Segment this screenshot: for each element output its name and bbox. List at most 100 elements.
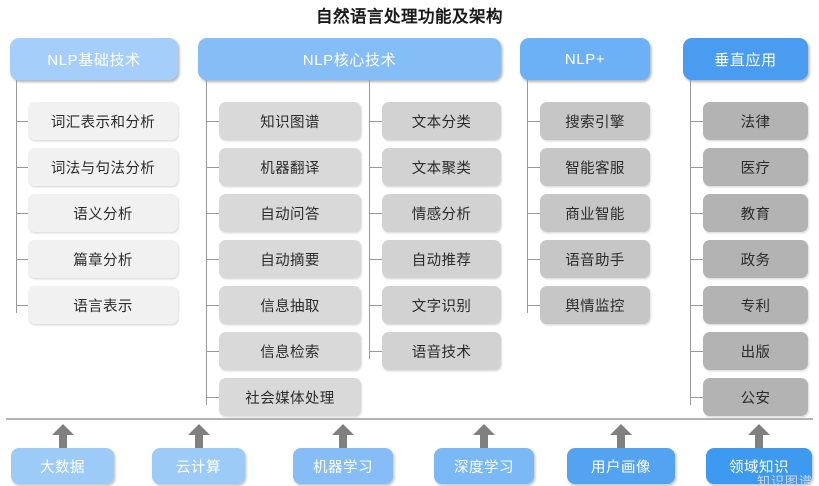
vertical-app-item[interactable]: 法律 [703,102,808,140]
vertical-app-item[interactable]: 医疗 [703,148,808,186]
nlp-basic-connector-2 [16,213,28,215]
header-nlp-basic[interactable]: NLP基础技术 [10,38,178,80]
nlp-core-left-connector-4 [206,305,219,307]
nlp-plus-item[interactable]: 舆情监控 [540,286,650,324]
nlp-plus-connector-3 [527,259,540,261]
up-arrow-icon [51,424,74,448]
nlp-basic-item[interactable]: 语言表示 [28,286,178,324]
nlp-basic-item[interactable]: 语义分析 [28,194,178,232]
vertical-app-item-label: 政务 [740,252,771,269]
header-nlp-plus-label: NLP+ [564,50,606,68]
vertical-app-connector-5 [690,351,703,353]
vertical-app-connector-4 [690,305,703,307]
nlp-basic-connector-4 [16,305,28,307]
nlp-basic-item-label: 词汇表示和分析 [50,114,156,131]
foundation-item-label: 用户画像 [591,459,651,476]
header-vertical-apps-label: 垂直应用 [714,51,777,69]
connector-trunk-plus [527,80,529,313]
up-arrow-icon [610,424,632,448]
foundation-item[interactable]: 用户画像 [567,448,675,484]
nlp-core-right-connector-1 [369,167,382,169]
vertical-app-item[interactable]: 公安 [703,378,808,416]
nlp-basic-item-label: 语言表示 [73,298,133,315]
nlp-basic-item[interactable]: 词汇表示和分析 [28,102,178,140]
nlp-core-left-connector-1 [206,167,219,169]
nlp-core-left-item[interactable]: 知识图谱 [219,102,361,140]
up-arrow-icon [187,424,210,448]
nlp-plus-item[interactable]: 搜索引擎 [540,102,650,140]
nlp-core-left-item-label: 信息抽取 [260,298,320,315]
vertical-app-item[interactable]: 专利 [703,286,808,324]
nlp-core-left-connector-3 [206,259,219,261]
vertical-app-item-label: 出版 [740,344,771,361]
nlp-plus-item[interactable]: 语音助手 [540,240,650,278]
nlp-plus-connector-0 [527,121,540,123]
nlp-core-right-connector-3 [369,259,382,261]
nlp-core-right-item[interactable]: 文字识别 [382,286,501,324]
vertical-app-item-label: 法律 [740,114,771,131]
header-nlp-core-label: NLP核心技术 [302,51,397,69]
header-vertical-apps[interactable]: 垂直应用 [683,38,808,80]
vertical-app-item[interactable]: 出版 [703,332,808,370]
nlp-core-right-connector-4 [369,305,382,307]
foundation-item[interactable]: 深度学习 [434,448,534,484]
foundation-item-label: 大数据 [40,459,85,476]
nlp-basic-connector-3 [16,259,28,261]
header-nlp-plus[interactable]: NLP+ [520,38,650,80]
nlp-plus-item[interactable]: 智能客服 [540,148,650,186]
nlp-core-right-item[interactable]: 文本聚类 [382,148,501,186]
nlp-plus-connector-1 [527,167,540,169]
connector-trunk-core-a [206,80,208,405]
foundation-item[interactable]: 云计算 [152,448,245,484]
nlp-basic-item-label: 篇章分析 [73,252,133,269]
nlp-core-right-item-label: 文本分类 [411,114,472,131]
nlp-core-right-item-label: 文字识别 [411,298,472,315]
vertical-app-item[interactable]: 教育 [703,194,808,232]
vertical-app-item-label: 公安 [740,390,771,407]
nlp-core-right-item-label: 文本聚类 [411,160,472,177]
connector-trunk-basic [16,80,18,313]
watermark-text: 知识图谱 [756,474,813,486]
nlp-plus-item-label: 舆情监控 [565,298,625,315]
nlp-core-left-item[interactable]: 自动问答 [219,194,361,232]
nlp-core-right-item-label: 自动推荐 [411,252,472,269]
nlp-core-left-connector-6 [206,397,219,399]
nlp-plus-connector-2 [527,213,540,215]
foundation-item[interactable]: 大数据 [11,448,114,484]
nlp-core-left-item[interactable]: 信息抽取 [219,286,361,324]
nlp-plus-item-label: 智能客服 [565,160,625,177]
nlp-core-left-item[interactable]: 信息检索 [219,332,361,370]
foundation-item-label: 机器学习 [313,459,373,476]
nlp-core-right-connector-0 [369,121,382,123]
vertical-app-item-label: 医疗 [740,160,771,177]
nlp-basic-connector-0 [16,121,28,123]
nlp-core-left-item[interactable]: 自动摘要 [219,240,361,278]
foundation-item[interactable]: 领域知识 [706,448,812,484]
nlp-core-left-item-label: 自动摘要 [260,252,320,269]
nlp-core-right-connector-5 [369,351,382,353]
nlp-plus-item-label: 商业智能 [565,206,625,223]
nlp-basic-item[interactable]: 篇章分析 [28,240,178,278]
nlp-core-right-item[interactable]: 文本分类 [382,102,501,140]
nlp-core-left-item-label: 信息检索 [260,344,320,361]
nlp-core-left-item[interactable]: 社会媒体处理 [219,378,361,416]
up-arrow-icon [332,424,354,448]
foundation-item[interactable]: 机器学习 [293,448,393,484]
nlp-core-left-item[interactable]: 机器翻译 [219,148,361,186]
nlp-basic-item-label: 语义分析 [73,206,133,223]
nlp-plus-connector-4 [527,305,540,307]
nlp-core-right-item[interactable]: 语音技术 [382,332,501,370]
nlp-core-right-item[interactable]: 自动推荐 [382,240,501,278]
nlp-plus-item[interactable]: 商业智能 [540,194,650,232]
vertical-app-item[interactable]: 政务 [703,240,808,278]
header-nlp-core[interactable]: NLP核心技术 [198,38,501,80]
nlp-core-left-item-label: 知识图谱 [260,114,320,131]
vertical-app-connector-0 [690,121,703,123]
nlp-core-right-item[interactable]: 情感分析 [382,194,501,232]
nlp-core-right-item-label: 语音技术 [411,344,472,361]
up-arrow-icon [748,424,770,448]
nlp-core-left-item-label: 机器翻译 [260,160,320,177]
nlp-basic-item[interactable]: 词法与句法分析 [28,148,178,186]
nlp-core-left-item-label: 自动问答 [260,206,320,223]
foundation-item-label: 深度学习 [454,459,514,476]
